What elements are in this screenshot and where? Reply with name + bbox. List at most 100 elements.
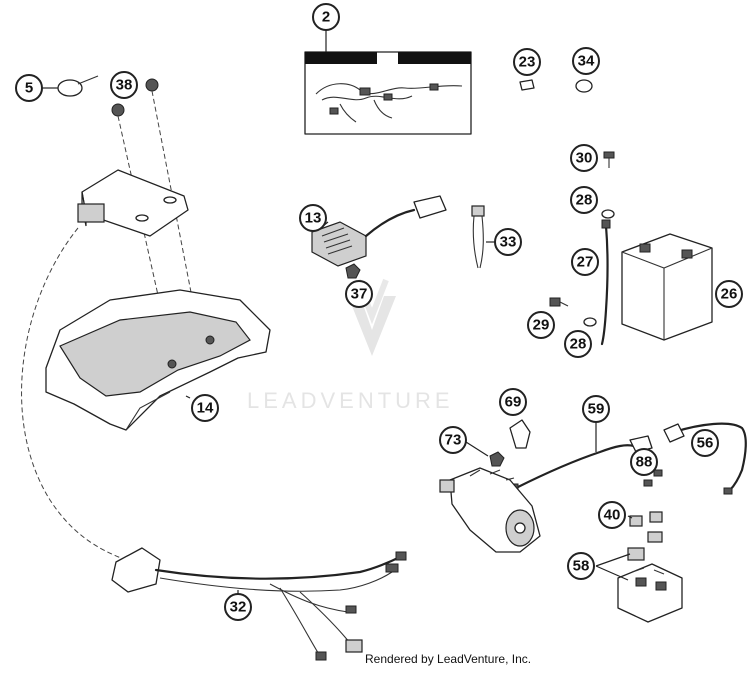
- callout-33-label: 33: [500, 234, 517, 251]
- battery-terminal-a: [639, 243, 651, 253]
- callout-27[interactable]: 27: [571, 248, 599, 276]
- washer-28-bottom: [583, 317, 597, 327]
- callout-28-bottom-label: 28: [570, 336, 587, 353]
- part-32-main-harness: [111, 547, 407, 661]
- part-28-washer-bottom: [583, 317, 597, 327]
- bolt-29-shank: [559, 301, 569, 307]
- nut-37: [345, 263, 361, 279]
- callout-33[interactable]: 33: [494, 228, 522, 256]
- callout-59[interactable]: 59: [582, 395, 610, 423]
- callout-58[interactable]: 58: [567, 552, 595, 580]
- callout-13-label: 13: [305, 210, 322, 227]
- part-30-bolt: [603, 151, 615, 168]
- callout-73[interactable]: 73: [439, 426, 467, 454]
- callout-58-label: 58: [573, 558, 590, 575]
- harness-frame: [304, 51, 472, 135]
- callout-34[interactable]: 34: [572, 47, 600, 75]
- callout-56-label: 56: [697, 435, 714, 452]
- screw-head-a: [145, 78, 159, 92]
- starter-ribs: [469, 469, 515, 481]
- leader-14: [185, 395, 191, 399]
- part-59-starter-cable: [507, 420, 653, 493]
- callout-40[interactable]: 40: [598, 501, 626, 529]
- callout-37[interactable]: 37: [345, 280, 373, 308]
- callout-73-label: 73: [445, 432, 462, 449]
- starter-cable: [514, 444, 636, 490]
- relay-connector-a: [627, 547, 645, 561]
- boot-69: [509, 419, 531, 449]
- callout-13[interactable]: 13: [299, 204, 327, 232]
- part-28-washer-top: [601, 209, 615, 219]
- harness-connector-b: [383, 93, 393, 101]
- part-58-relay: [595, 547, 683, 623]
- ground-cable-boot: [663, 423, 685, 443]
- part-27-battery-cable: [600, 219, 611, 346]
- harness-32-wire-b: [159, 571, 393, 592]
- watermark: LEADVENTURE: [247, 278, 454, 413]
- starter-cable-boot: [629, 435, 653, 453]
- callout-5-label: 5: [25, 80, 33, 97]
- watermark-logo: [348, 296, 396, 356]
- callout-23-label: 23: [519, 54, 536, 71]
- leader-58-b: [595, 565, 629, 581]
- bolt-29-head: [549, 297, 561, 307]
- regulator-connector: [413, 195, 447, 219]
- tray-inner: [59, 311, 251, 397]
- battery-terminal-b: [681, 249, 693, 259]
- callout-30-label: 30: [576, 150, 593, 167]
- callout-23[interactable]: 23: [513, 48, 541, 76]
- starter-shaft-hole: [514, 522, 526, 534]
- relay-plug-a: [635, 577, 647, 587]
- relay-plug-b: [655, 581, 667, 591]
- callout-69-label: 69: [505, 394, 522, 411]
- callout-28-top[interactable]: 28: [570, 186, 598, 214]
- callout-2-label: 2: [322, 9, 330, 26]
- harness-32-term-b: [315, 651, 327, 661]
- leader-73: [465, 441, 489, 457]
- callout-14[interactable]: 14: [191, 394, 219, 422]
- nut-73: [489, 451, 505, 467]
- harness-32-term-c: [385, 563, 399, 573]
- callout-37-label: 37: [351, 286, 368, 303]
- starter-motor: [439, 467, 541, 553]
- callout-34-label: 34: [578, 53, 595, 70]
- part-88-screws: [643, 469, 663, 487]
- watermark-text: LEADVENTURE: [247, 388, 454, 413]
- part-33-fuse: [471, 205, 496, 269]
- harness-frame-bar-left: [305, 52, 377, 64]
- callout-2[interactable]: 2: [312, 3, 340, 31]
- part-26-battery: [621, 233, 713, 341]
- part-5-cable-tie: [42, 75, 99, 97]
- callout-32[interactable]: 32: [224, 593, 252, 621]
- callout-26[interactable]: 26: [715, 280, 743, 308]
- leader-58-a: [595, 553, 631, 567]
- callout-5[interactable]: 5: [15, 74, 43, 102]
- callout-59-label: 59: [588, 401, 605, 418]
- cable-tie-loop: [57, 79, 83, 97]
- harness-32-term-a: [345, 605, 357, 614]
- ecu-mount-hole: [163, 196, 177, 204]
- callout-30[interactable]: 30: [570, 144, 598, 172]
- regulator-fins: [321, 227, 353, 255]
- fuse-cap: [471, 205, 485, 217]
- harness-wire-c: [339, 103, 357, 123]
- callout-69[interactable]: 69: [499, 388, 527, 416]
- callout-32-label: 32: [230, 599, 247, 616]
- screw-88-a: [643, 479, 653, 487]
- bolt-30-head: [603, 151, 615, 159]
- footer-credit: Rendered by LeadVenture, Inc.: [365, 652, 532, 666]
- fuse-40-b: [649, 511, 663, 523]
- part-73-nut: [465, 441, 505, 467]
- tray-boss-a: [167, 359, 177, 369]
- washer-28-top: [601, 209, 615, 219]
- harness-connector-c: [329, 107, 339, 115]
- part-14-tray: [45, 289, 271, 431]
- callout-28-bottom[interactable]: 28: [564, 330, 592, 358]
- callout-88[interactable]: 88: [630, 448, 658, 476]
- callout-38[interactable]: 38: [110, 71, 138, 99]
- callout-29[interactable]: 29: [527, 311, 555, 339]
- part-34-grommet: [575, 79, 593, 93]
- callout-56[interactable]: 56: [691, 429, 719, 457]
- tray-boss-b: [205, 335, 215, 345]
